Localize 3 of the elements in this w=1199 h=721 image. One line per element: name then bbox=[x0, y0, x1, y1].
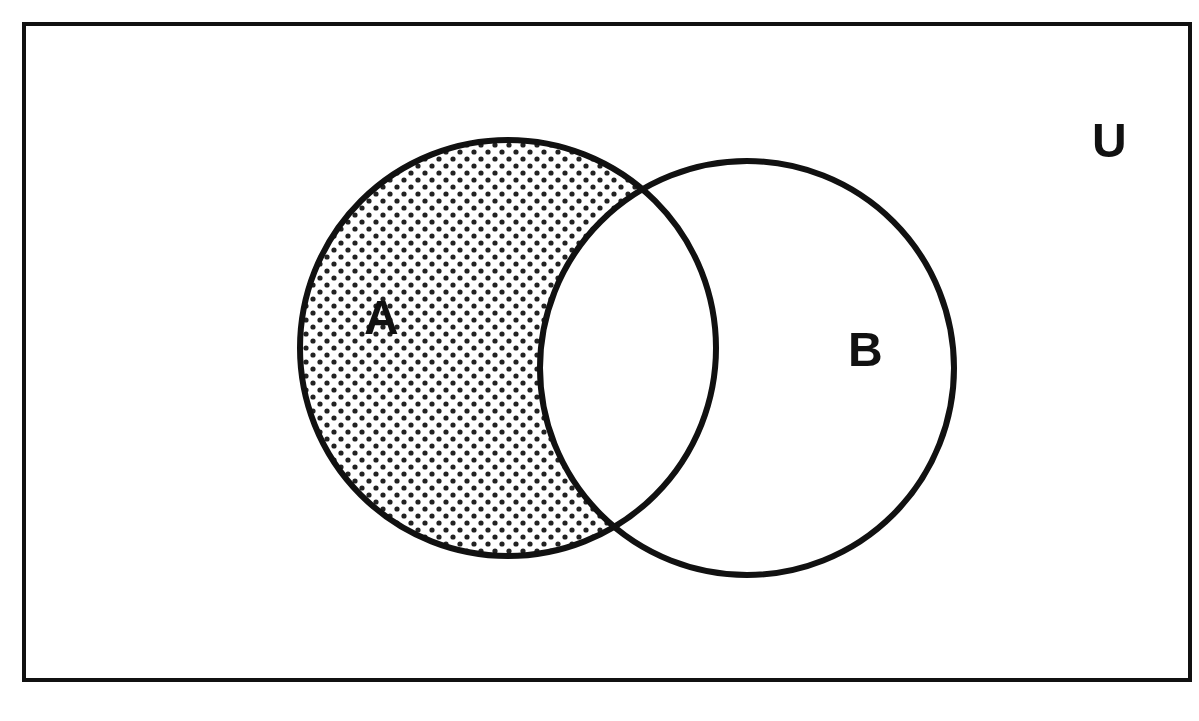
set-label: B bbox=[848, 326, 883, 374]
set-label: U bbox=[1092, 117, 1127, 165]
set-label: A bbox=[364, 294, 399, 342]
